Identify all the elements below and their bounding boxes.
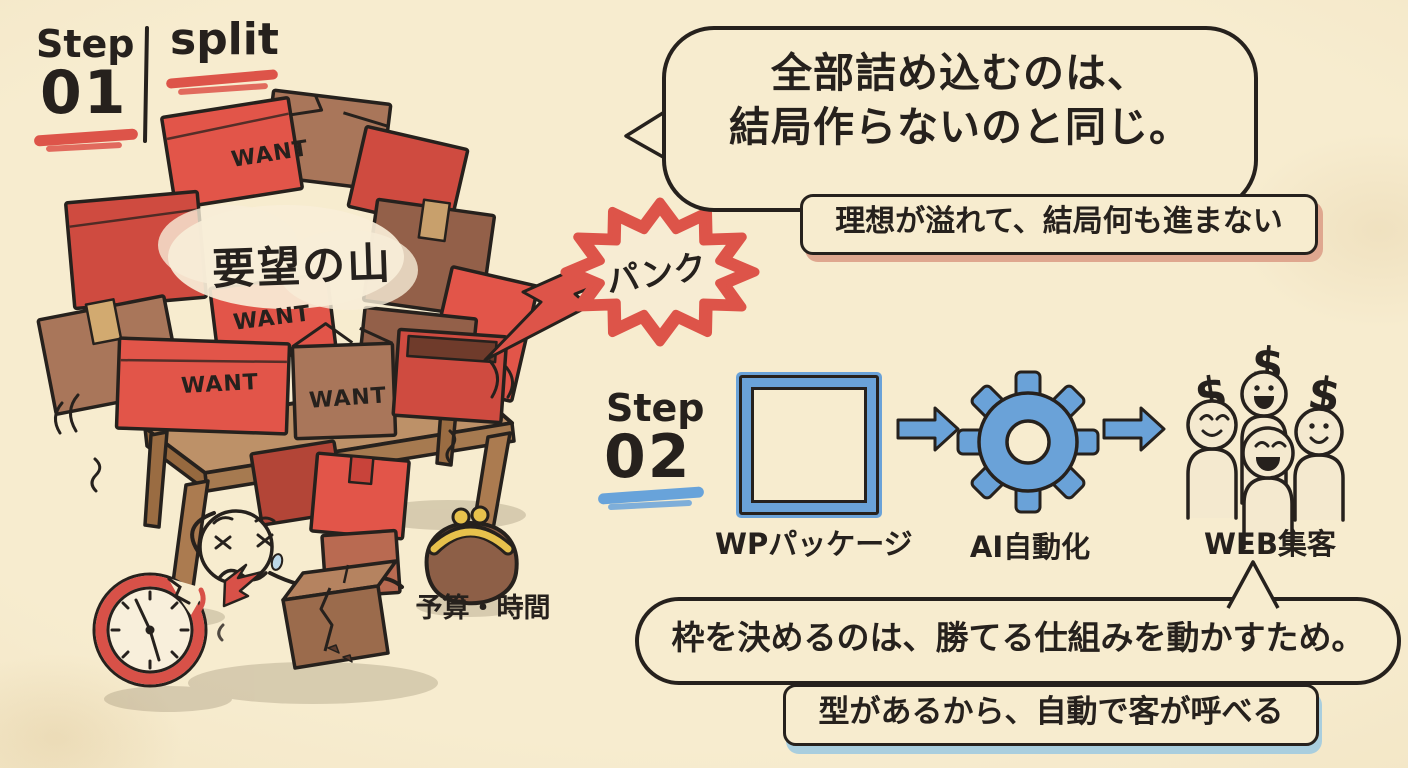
title-cloud <box>158 205 418 310</box>
bubble-top-line1: 全部詰め込むのは、 <box>771 49 1149 97</box>
pile-title: 要望の山 <box>211 238 393 296</box>
people-figures <box>1186 370 1345 550</box>
web-customers-label: WEB集客 <box>1204 527 1336 561</box>
spark-icon <box>222 563 264 608</box>
speech-bubble-bottom: 枠を決めるのは、勝てる仕組みを動かすため。 <box>635 597 1401 685</box>
crushed-person <box>190 509 404 591</box>
bubble-top-line2: 結局作らないのと同じ。 <box>729 103 1191 152</box>
ai-automation-label: AI自動化 <box>969 530 1091 564</box>
wp-frame-outer-line <box>739 375 879 515</box>
step2-number: 02 <box>604 422 692 492</box>
step1-label: Step <box>36 22 135 66</box>
budget-time-label: 予算・時間 <box>415 593 551 624</box>
step1-number: 01 <box>40 58 128 128</box>
wp-frame-inner <box>751 387 867 503</box>
wp-package-frame-icon <box>736 372 882 518</box>
customers-group-icon: $ $ $ <box>1186 336 1345 550</box>
tremor-marks <box>54 359 514 642</box>
people-faces <box>1199 385 1329 471</box>
banner-ideals-overflow: 理想が溢れて、結局何も進まない <box>800 194 1318 255</box>
gear-icon <box>956 370 1100 514</box>
broken-box <box>281 559 398 670</box>
arrow-right-icon <box>1102 406 1166 452</box>
banner-template-auto: 型があるから、自動で客が呼べる <box>783 684 1319 746</box>
split-tag: split <box>170 14 279 65</box>
bubble-bottom-tail <box>1226 560 1280 609</box>
coin-purse-icon <box>424 505 519 606</box>
wp-package-label: WPパッケージ <box>715 527 913 561</box>
boxes-pile <box>36 88 540 441</box>
speech-bubble-top: 全部詰め込むのは、 結局作らないのと同じ。 <box>662 26 1258 212</box>
arrow-right-icon <box>896 406 960 452</box>
step2-label: Step <box>606 386 705 430</box>
alarm-clock-icon <box>92 572 208 688</box>
requests-pile-scene <box>36 88 540 712</box>
